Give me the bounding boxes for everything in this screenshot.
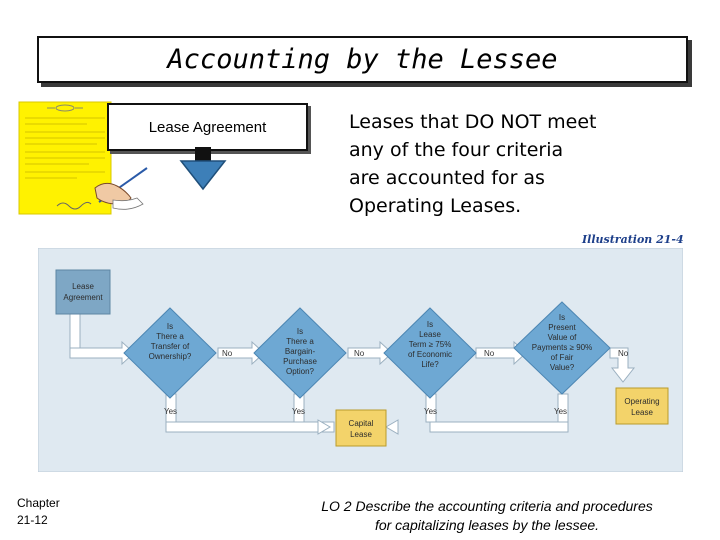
arrow-d1-to-d2 <box>217 340 265 366</box>
criterion-line: of Economic <box>408 350 452 359</box>
capital-label-line: Capital <box>349 419 374 428</box>
criterion-line: Is <box>297 327 303 336</box>
hand-with-pen-icon <box>94 167 148 210</box>
no-label: No <box>354 349 365 358</box>
criterion-4-diamond: Is Present Value of Payments ≥ 90% of Fa… <box>513 301 611 395</box>
document-seal <box>47 104 83 112</box>
operating-label-line: Lease <box>631 408 653 417</box>
criterion-line: Bargain- <box>285 347 316 356</box>
capital-label-line: Lease <box>350 430 372 439</box>
signature-scribble <box>56 201 92 210</box>
arrow-d2-to-d3 <box>347 340 393 366</box>
criterion-line: There a <box>286 337 314 346</box>
no-label: No <box>484 349 495 358</box>
capital-lease-box <box>335 409 387 447</box>
lo-line: for capitalizing leases by the lessee. <box>374 517 600 533</box>
yes-label: Yes <box>424 407 437 416</box>
lease-agreement-box: Lease Agreement <box>107 103 308 151</box>
start-label-line: Lease <box>72 282 94 291</box>
criterion-line: Life? <box>421 360 439 369</box>
main-text-line: Operating Leases. <box>349 195 522 217</box>
criterion-line: Payments ≥ 90% <box>532 343 592 352</box>
learning-objective: LO 2 Describe the accounting criteria an… <box>262 497 712 535</box>
main-text-line: are accounted for as <box>349 167 545 189</box>
criterion-line: Present <box>548 323 576 332</box>
main-text-line: Leases that DO NOT meet <box>349 111 597 133</box>
title-bar: Accounting by the Lessee <box>37 36 688 83</box>
arrow-yes-left-bus <box>165 421 335 433</box>
criterion-line: of Fair <box>551 353 574 362</box>
criterion-line: Purchase <box>283 357 317 366</box>
arrow-yes-right-bus <box>429 421 569 433</box>
lease-agreement-label: Lease Agreement <box>148 118 267 136</box>
document-text-lines <box>25 117 105 179</box>
start-label-line: Agreement <box>63 293 103 302</box>
main-text: Leases that DO NOT meet any of the four … <box>349 108 679 220</box>
criterion-line: There a <box>156 332 184 341</box>
criterion-line: Transfer of <box>151 342 190 351</box>
criterion-3-diamond: Is Lease Term ≥ 75% of Economic Life? <box>383 307 477 399</box>
lease-document-illustration <box>18 101 148 215</box>
arrow-into-capital-left <box>317 419 331 435</box>
arrow-start-to-d1 <box>69 340 135 366</box>
yes-label: Yes <box>292 407 305 416</box>
yes-label: Yes <box>554 407 567 416</box>
criterion-line: Is <box>167 322 173 331</box>
arrow-into-capital-right <box>385 419 399 435</box>
no-label: No <box>618 349 629 358</box>
criterion-2-diamond: Is There a Bargain- Purchase Option? <box>253 307 347 399</box>
criterion-line: Ownership? <box>149 352 192 361</box>
chapter-line: Chapter <box>17 496 60 510</box>
operating-lease-box <box>615 387 669 425</box>
chapter-line: 21-12 <box>17 513 48 527</box>
flow-arrows <box>69 313 636 435</box>
down-arrow-icon <box>179 147 227 191</box>
lease-classification-flowchart: Lease Agreement Is There a Transfer of O… <box>38 248 683 472</box>
arrow-d3-to-d4 <box>475 340 527 366</box>
criterion-line: Option? <box>286 367 315 376</box>
criterion-1-diamond: Is There a Transfer of Ownership? <box>123 307 217 399</box>
criterion-line: Value? <box>550 363 575 372</box>
main-text-line: any of the four criteria <box>349 139 564 161</box>
illustration-label: Illustration 21-4 <box>582 233 684 246</box>
criterion-line: Lease <box>419 330 441 339</box>
criterion-line: Term ≥ 75% <box>409 340 452 349</box>
arrow-d4-to-operating <box>609 347 636 383</box>
lo-line: LO 2 Describe the accounting criteria an… <box>321 498 653 514</box>
criterion-line: Is <box>427 320 433 329</box>
operating-label-line: Operating <box>624 397 659 406</box>
start-lease-agreement-box <box>55 269 111 315</box>
yes-label: Yes <box>164 407 177 416</box>
criterion-line: Value of <box>548 333 578 342</box>
criterion-line: Is <box>559 313 565 322</box>
no-label: No <box>222 349 233 358</box>
page-title: Accounting by the Lessee <box>167 44 558 75</box>
chapter-label: Chapter 21-12 <box>17 495 60 529</box>
